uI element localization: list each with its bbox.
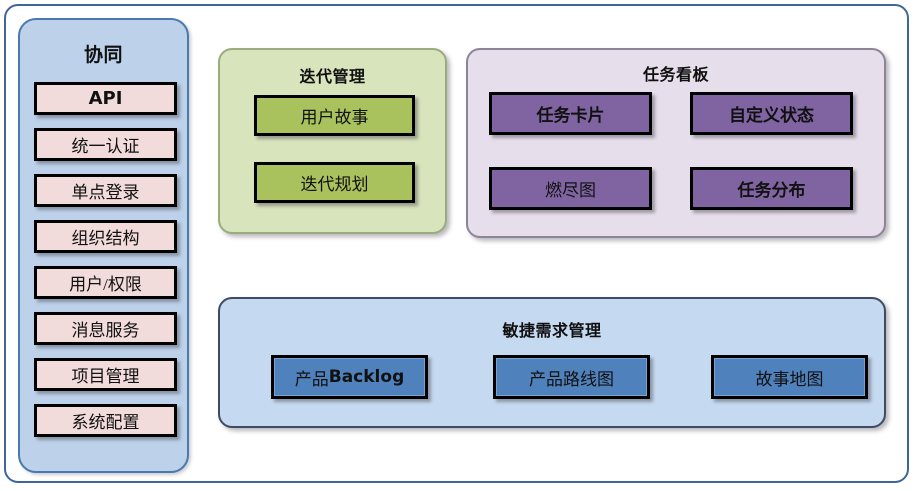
sidebar-item-project-management[interactable]: 项目管理 [34,358,177,391]
sidebar-item-list: API 统一认证 单点登录 组织结构 用户/权限 消息服务 项目管理 系统配置 [34,82,177,450]
latin-run: Backlog [328,367,405,387]
sidebar-item-unified-auth[interactable]: 统一认证 [34,128,177,161]
iteration-item-iteration-planning[interactable]: 迭代规划 [254,162,415,203]
task-board-title: 任务看板 [642,65,709,84]
iteration-management-title: 迭代管理 [299,67,366,86]
agile-item-product-roadmap[interactable]: 产品路线图 [493,355,650,399]
agile-requirements-title: 敏捷需求管理 [502,321,602,340]
task-board-item-task-card[interactable]: 任务卡片 [489,92,652,135]
sidebar-item-message-service[interactable]: 消息服务 [34,312,177,345]
iteration-management-panel: 迭代管理 用户故事 迭代规划 [218,48,447,234]
sidebar-item-user-permission[interactable]: 用户/权限 [34,266,177,299]
agile-item-story-map[interactable]: 故事地图 [711,355,868,399]
sidebar-title: 协同 [83,44,123,66]
task-board-panel: 任务看板 任务卡片 自定义状态 燃尽图 任务分布 [466,48,886,238]
task-board-item-custom-status[interactable]: 自定义状态 [690,92,853,135]
sidebar-item-system-config[interactable]: 系统配置 [34,404,177,437]
sidebar-item-org-structure[interactable]: 组织结构 [34,220,177,253]
sidebar-item-api[interactable]: API [34,82,177,115]
sidebar-item-single-sign-on[interactable]: 单点登录 [34,174,177,207]
task-board-item-task-distribution[interactable]: 任务分布 [690,167,853,210]
sidebar-panel-collaboration: 协同 API 统一认证 单点登录 组织结构 用户/权限 消息服务 项目管理 系统… [18,18,189,473]
task-board-item-burndown-chart[interactable]: 燃尽图 [489,167,652,210]
iteration-item-user-story[interactable]: 用户故事 [254,95,415,136]
outer-frame [4,4,909,483]
